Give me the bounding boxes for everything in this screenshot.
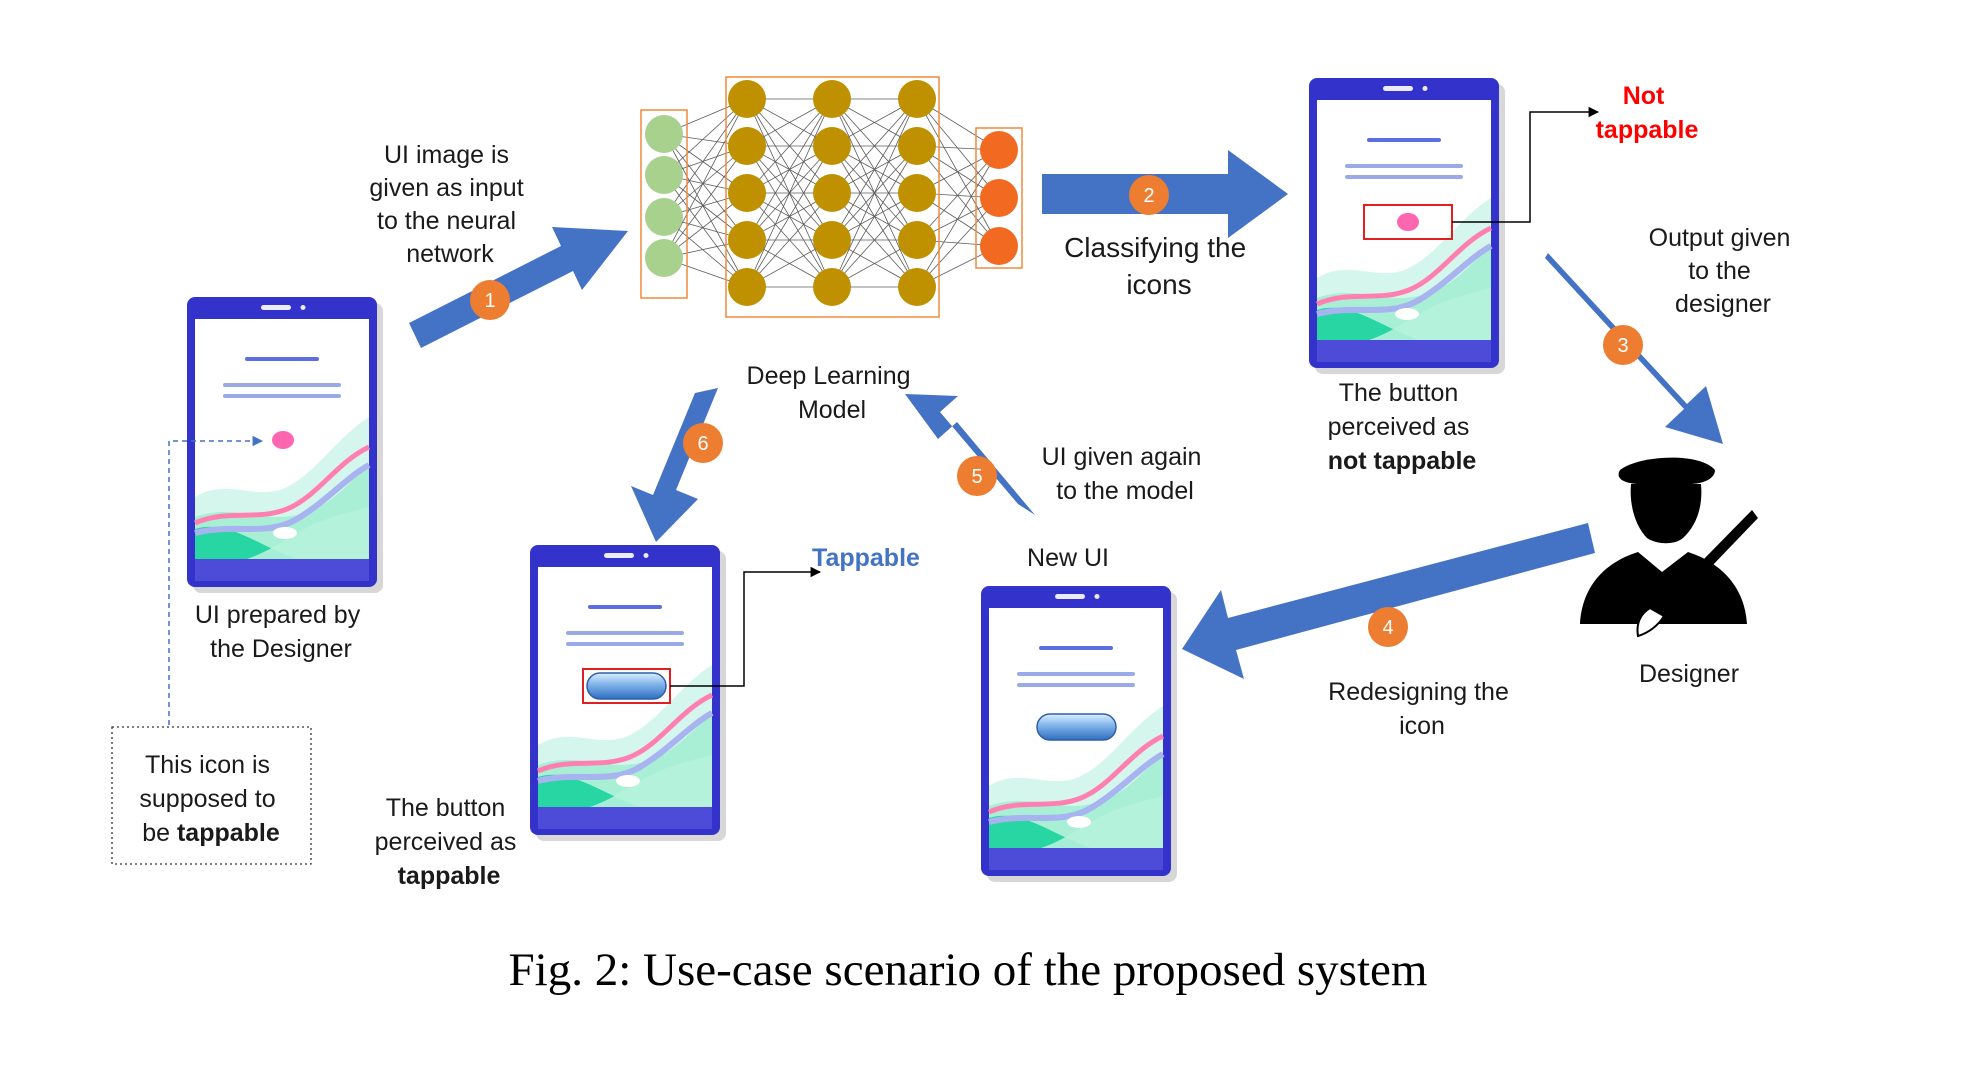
arrow-step-4	[1182, 523, 1595, 679]
svg-text:4: 4	[1382, 617, 1393, 639]
label-tappable: Tappable	[812, 544, 920, 572]
input-neuron	[645, 239, 683, 277]
network-edge	[663, 133, 748, 241]
input-neuron	[645, 198, 683, 236]
new-button	[1036, 713, 1117, 741]
tappable-button	[586, 672, 667, 700]
svg-text:2: 2	[1143, 185, 1154, 207]
network-edge	[746, 192, 833, 288]
network-edge	[746, 98, 833, 194]
neural-network	[640, 76, 1023, 318]
step-badge-5: 5	[957, 456, 997, 496]
output-neuron	[980, 179, 1018, 217]
label-step2: Classifying the icons	[1064, 232, 1254, 300]
svg-text:3: 3	[1617, 335, 1628, 357]
network-edge	[916, 149, 1000, 241]
hidden-layers-box	[725, 76, 940, 318]
hidden-2-neuron	[813, 80, 851, 118]
arrow-step-6	[631, 388, 718, 542]
designer-icon	[1580, 457, 1758, 638]
hidden-2-neuron	[813, 268, 851, 306]
label-designer: Designer	[1639, 660, 1739, 688]
network-edge	[831, 98, 918, 241]
network-edge	[746, 145, 833, 288]
input-layer-box	[640, 109, 688, 299]
phone-tappable	[530, 545, 726, 841]
step-badge-2: 2	[1129, 175, 1169, 215]
input-neuron	[645, 115, 683, 153]
hidden-1-neuron	[728, 80, 766, 118]
hidden-3-neuron	[898, 80, 936, 118]
step-badge-4: 4	[1368, 607, 1408, 647]
figure-caption: Fig. 2: Use-case scenario of the propose…	[509, 944, 1428, 996]
output-neuron	[980, 131, 1018, 169]
arrow-step-1	[409, 227, 628, 348]
network-edge	[916, 98, 1000, 199]
label-icon-note: This icon is supposed to be tappable	[139, 751, 282, 847]
hidden-2-neuron	[813, 127, 851, 165]
network-edge	[831, 98, 918, 288]
hidden-3-neuron	[898, 221, 936, 259]
label-new-ui: New UI	[1027, 544, 1109, 572]
hidden-1-neuron	[728, 127, 766, 165]
hidden-2-neuron	[813, 174, 851, 212]
phone-ui-prepared	[187, 297, 383, 593]
label-perceived-not-tappable: The button perceived as not tappable	[1328, 379, 1477, 475]
hidden-3-neuron	[898, 268, 936, 306]
phone-new-ui	[981, 586, 1177, 882]
note-connector	[168, 435, 264, 725]
tappable-pointer	[670, 566, 822, 687]
network-edge	[663, 133, 748, 288]
network-edge	[916, 98, 1000, 247]
label-deep-learning-model: Deep Learning Model	[747, 362, 918, 424]
network-edge	[663, 98, 748, 218]
label-ui-prepared: UI prepared by the Designer	[195, 601, 367, 663]
svg-text:1: 1	[484, 290, 495, 312]
network-edge	[663, 98, 748, 259]
input-neuron	[645, 156, 683, 194]
arrow-step-5	[905, 394, 1035, 515]
svg-text:5: 5	[971, 466, 982, 488]
hidden-3-neuron	[898, 127, 936, 165]
step-badge-6: 6	[683, 423, 723, 463]
label-perceived-tappable: The button perceived as tappable	[375, 794, 524, 890]
pink-icon	[272, 431, 294, 449]
label-step3: Output given to the designer	[1649, 224, 1798, 318]
step-badge-3: 3	[1603, 325, 1643, 365]
hidden-3-neuron	[898, 174, 936, 212]
label-step4: Redesigning the icon	[1328, 678, 1516, 740]
pink-icon	[1397, 213, 1419, 231]
network-edge	[916, 197, 1000, 288]
network-edge	[746, 98, 833, 241]
svg-text:6: 6	[697, 433, 708, 455]
hidden-1-neuron	[728, 221, 766, 259]
hidden-2-neuron	[813, 221, 851, 259]
output-neuron	[980, 227, 1018, 265]
network-edge	[831, 98, 918, 194]
network-edge	[916, 149, 1000, 288]
network-edge	[916, 145, 1000, 247]
network-edge	[663, 145, 748, 259]
phone-not-tappable	[1309, 78, 1505, 374]
network-edge	[831, 192, 918, 288]
hidden-1-neuron	[728, 174, 766, 212]
step-badge-1: 1	[470, 280, 510, 320]
network-edge	[831, 145, 918, 288]
hidden-1-neuron	[728, 268, 766, 306]
network-edge	[746, 98, 833, 288]
label-step5: UI given again to the model	[1042, 443, 1209, 505]
label-not-tappable: Not tappable	[1596, 82, 1699, 144]
network-edge	[663, 174, 748, 288]
label-step1: UI image is given as input to the neural…	[369, 141, 530, 268]
icon-note-box	[111, 726, 312, 865]
not-tappable-pointer	[1452, 106, 1600, 223]
output-layer-box	[975, 127, 1023, 269]
